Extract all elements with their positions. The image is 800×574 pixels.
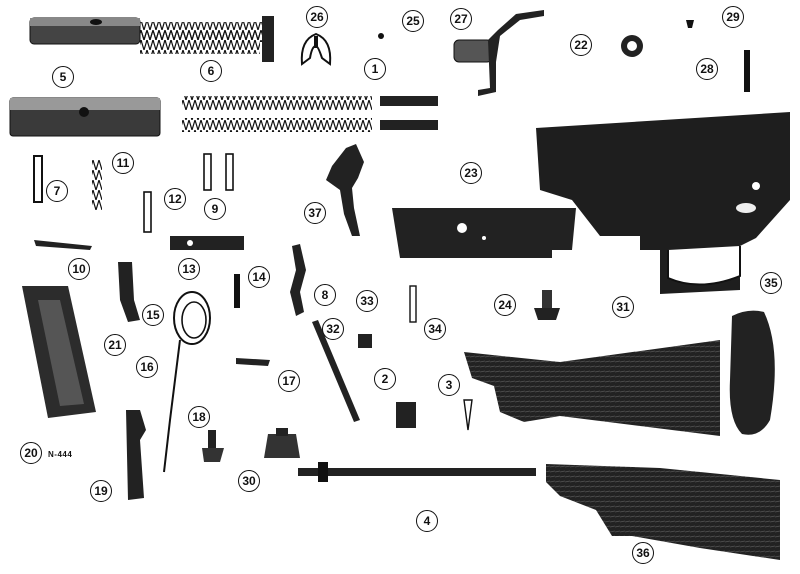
receiver <box>536 112 790 294</box>
part-26-clip <box>300 32 332 66</box>
part-11-spring <box>92 160 102 210</box>
part-27-lever <box>453 10 544 96</box>
callout-8: 8 <box>314 284 336 306</box>
part-10-rod <box>34 240 92 250</box>
part-28-pin <box>744 50 750 92</box>
callout-24: 24 <box>494 294 516 316</box>
part-34-pin <box>409 285 417 323</box>
part-14-pin <box>234 274 240 308</box>
callout-35: 35 <box>760 272 782 294</box>
part-24-screw <box>534 290 560 320</box>
callout-34: 34 <box>424 318 446 340</box>
callout-26: 26 <box>306 6 328 28</box>
part-13-plate <box>170 236 244 250</box>
callout-12: 12 <box>164 188 186 210</box>
callout-18: 18 <box>188 406 210 428</box>
callout-4: 4 <box>416 510 438 532</box>
callout-2: 2 <box>374 368 396 390</box>
callout-29: 29 <box>722 6 744 28</box>
callout-11: 11 <box>112 152 134 174</box>
part-33-block <box>358 334 372 348</box>
part-30-knob <box>264 428 300 458</box>
part-4-barrel <box>298 462 536 482</box>
callout-32: 32 <box>322 318 344 340</box>
part-31-buttstock <box>464 340 720 436</box>
callout-6: 6 <box>200 60 222 82</box>
part-37-trigger <box>326 144 364 236</box>
part-22-washer <box>621 35 643 57</box>
callout-36: 36 <box>632 542 654 564</box>
callout-22: 22 <box>570 34 592 56</box>
part-19-slide <box>126 410 146 500</box>
callout-21: 21 <box>104 334 126 356</box>
part-32-rod <box>312 320 360 422</box>
callout-37: 37 <box>304 202 326 224</box>
callout-16: 16 <box>136 356 158 378</box>
callout-20: 20 <box>20 442 42 464</box>
callout-19: 19 <box>90 480 112 502</box>
callout-28: 28 <box>696 58 718 80</box>
callout-7: 7 <box>46 180 68 202</box>
part-25-ball <box>378 33 384 39</box>
part-3-pin <box>463 399 473 431</box>
part-6-tube-spring <box>29 16 274 62</box>
part-18-screw <box>202 430 224 462</box>
part-15-bracket <box>118 262 140 322</box>
part-29-screw <box>686 20 694 28</box>
part-5-bolt <box>9 97 161 137</box>
callout-3: 3 <box>438 374 460 396</box>
part-2-block <box>396 402 416 428</box>
part-35-buttplate <box>729 310 775 435</box>
part-21-magazine <box>22 286 96 418</box>
callout-25: 25 <box>402 10 424 32</box>
callout-15: 15 <box>142 304 164 326</box>
callout-27: 27 <box>450 8 472 30</box>
part-7-pin <box>33 155 43 203</box>
callout-33: 33 <box>356 290 378 312</box>
part-8-hook <box>290 244 306 316</box>
part-16-spring <box>163 291 211 473</box>
callout-17: 17 <box>278 370 300 392</box>
callout-14: 14 <box>248 266 270 288</box>
callout-13: 13 <box>178 258 200 280</box>
part-20-tag: N-444 <box>48 450 73 459</box>
callout-10: 10 <box>68 258 90 280</box>
callout-9: 9 <box>204 198 226 220</box>
callout-5: 5 <box>52 66 74 88</box>
part-36-stock <box>546 464 780 560</box>
part-12-pin <box>143 191 152 233</box>
part-9-pins <box>203 153 234 191</box>
callout-23: 23 <box>460 162 482 184</box>
callout-1: 1 <box>364 58 386 80</box>
part-23-plate <box>392 208 576 258</box>
part-1-springs <box>182 96 438 132</box>
part-17-screw <box>236 358 270 366</box>
callout-31: 31 <box>612 296 634 318</box>
callout-30: 30 <box>238 470 260 492</box>
